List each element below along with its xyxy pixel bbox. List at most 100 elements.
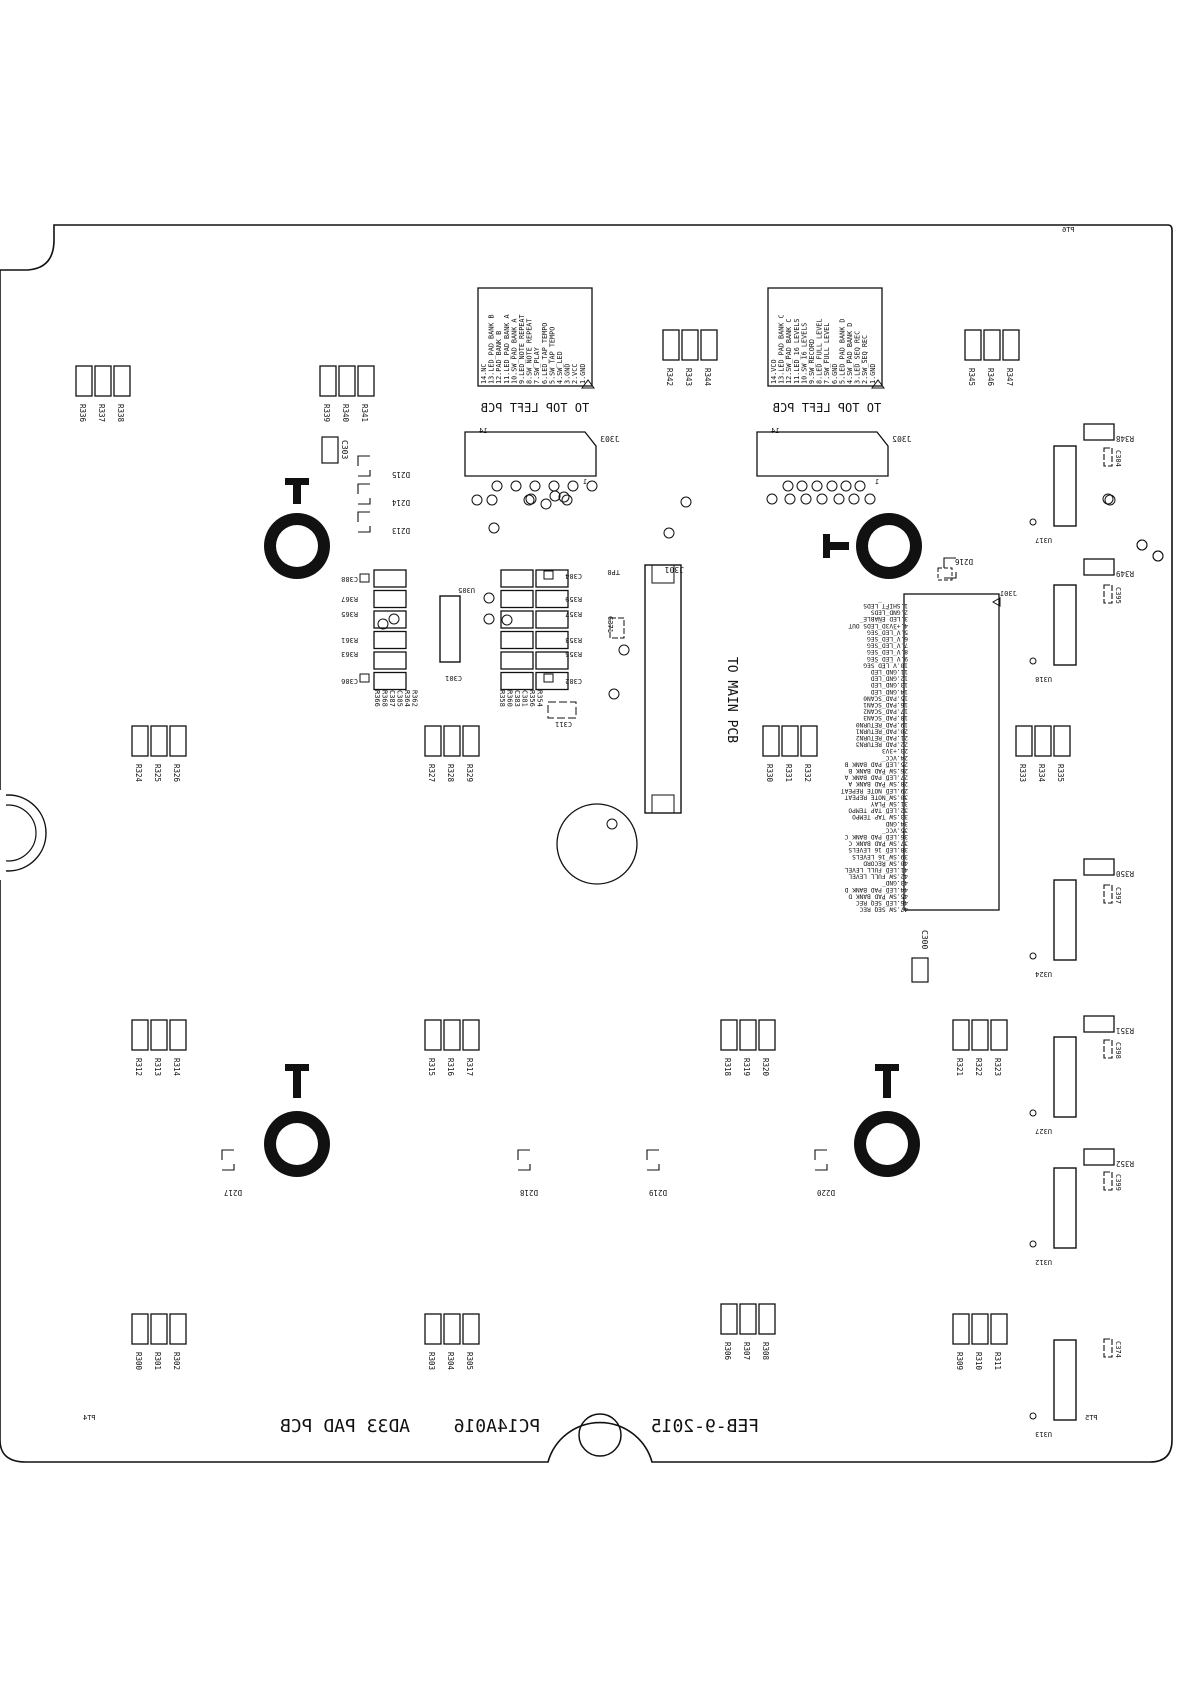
ref-label: C382 [565,677,582,685]
resistor-label: R320 [761,1058,770,1077]
ic-label: U313 [1035,1430,1052,1438]
resistor-label: R339 [322,404,331,422]
ic-label: U324 [1035,970,1052,978]
resistor [758,1303,776,1335]
resistor [971,1313,989,1345]
capacitor-label: C304 [1114,450,1122,467]
resistor-label: R323 [993,1058,1002,1076]
resistor [800,725,818,757]
pin-label: 10.SW_16 LEVELS [800,323,808,384]
resistor-label: R349 [1116,569,1134,578]
pin-label: 3.LED_ENABLE [863,615,908,622]
bottom-hole [578,1413,622,1457]
pin-label: 13.GND_LED [870,681,908,688]
smd-pad [535,610,569,629]
diode-outline [943,557,957,579]
capacitor-label: C374 [1114,1341,1122,1358]
diode-label: D220 [816,1188,835,1197]
pin-label: 37.SW_PAD BANK C [848,840,908,847]
pin-label: 15.PAD_SCAN0 [863,694,908,701]
smd-pad [373,610,407,629]
pin-label: 46.LED_SEQ REC [856,899,908,906]
resistor-label: R346 [986,368,995,387]
resistor-label: R304 [446,1352,455,1371]
board-outline [0,224,1173,1463]
capacitor [1103,1171,1113,1191]
resistor-label: R322 [974,1058,983,1076]
pin-label: 28.SW_PAD BANK A [848,780,908,787]
pin-label: 2.VCC [571,364,579,384]
small-cap [543,570,554,580]
ref-label: C383 [513,690,521,707]
resistor [720,1019,738,1051]
diode-outline [357,455,371,477]
resistor-label: R318 [723,1058,732,1077]
resistor [150,725,168,757]
pin-label: 40.SW_RECORD [863,859,908,866]
j303-connector: J303 14 1 [464,427,619,486]
resistor-label: R342 [665,368,674,386]
resistor [1034,725,1052,757]
resistor-label: R336 [78,404,87,423]
pin1-marker [1029,518,1037,526]
diode-outline [517,1149,531,1171]
j303-pin1: 1 [583,478,587,486]
pin-label: 20.PAD_RETURN1 [856,727,908,734]
capacitor-label: C398 [1114,1042,1122,1059]
resistor-label: R302 [172,1352,181,1370]
pin-label: 13.LED_PAD BANK C [778,314,786,384]
pin-label: 1.SHIFT_LEDS [863,602,908,609]
resistor-label: R352 [1116,1159,1134,1168]
resistor-label: R344 [703,368,712,387]
j301-ref-table: J301 [1000,590,1017,598]
resistor [681,329,699,361]
ref-label: R361 [341,636,358,644]
pin-label: 7.SW_FULL LEVEL [823,323,831,384]
ref-label: R357 [565,610,582,618]
pin-label: 2.GND_LEDS [870,609,908,616]
pin-label: 3.GND [564,364,572,384]
resistor [1083,1148,1115,1166]
ref-label: C381 [521,690,529,707]
resistor-label: R345 [967,368,976,386]
resistor-label: R312 [134,1058,143,1076]
resistor [462,1313,480,1345]
pin-label: 9.SW_RECORD [808,339,816,384]
resistor-label: R341 [360,404,369,422]
pin-label: 31.SW_PLAY [870,800,908,807]
resistor [1083,558,1115,576]
resistor [424,725,442,757]
pin1-marker [1029,1412,1037,1420]
pin-label: 33.SW_TAP TEMPO [852,813,908,820]
resistor-label: R343 [684,368,693,386]
diode-label: D213 [392,526,410,535]
pin-label: 24.VCC [885,754,908,761]
ic-label: U327 [1035,1127,1052,1135]
large-pad [556,803,638,885]
pin-label: 29.LED_NOTE REPEAT [841,787,908,794]
c311-label: C311 [555,720,572,728]
j301-caption: TO MAIN PCB [724,657,739,743]
resistor-label: R319 [742,1058,751,1076]
ref-label: C386 [341,677,358,685]
resistor [424,1313,442,1345]
resistor [952,1019,970,1051]
diode-label: D217 [224,1188,242,1197]
resistor-label: R309 [955,1352,964,1370]
pin-label: 8.LED_FULL LEVEL [816,319,824,384]
capacitor-label: C399 [1114,1174,1122,1191]
ic-label: U312 [1035,1258,1052,1266]
pin-label: 36.LED_PAD BANK C [844,833,908,840]
diode-outline [646,1149,660,1171]
tp-bottom-label: PT5 [1085,1414,1098,1422]
ref-label: R360 [506,690,514,707]
pin-label: 30.SW_NOTE REPEAT [844,793,908,800]
c300-label: C300 [920,930,929,949]
resistor-label: R313 [153,1058,162,1076]
resistor-label: R328 [446,764,455,783]
smd-pad [500,651,534,670]
pin-label: 6.V_LED_SEG [867,635,908,642]
